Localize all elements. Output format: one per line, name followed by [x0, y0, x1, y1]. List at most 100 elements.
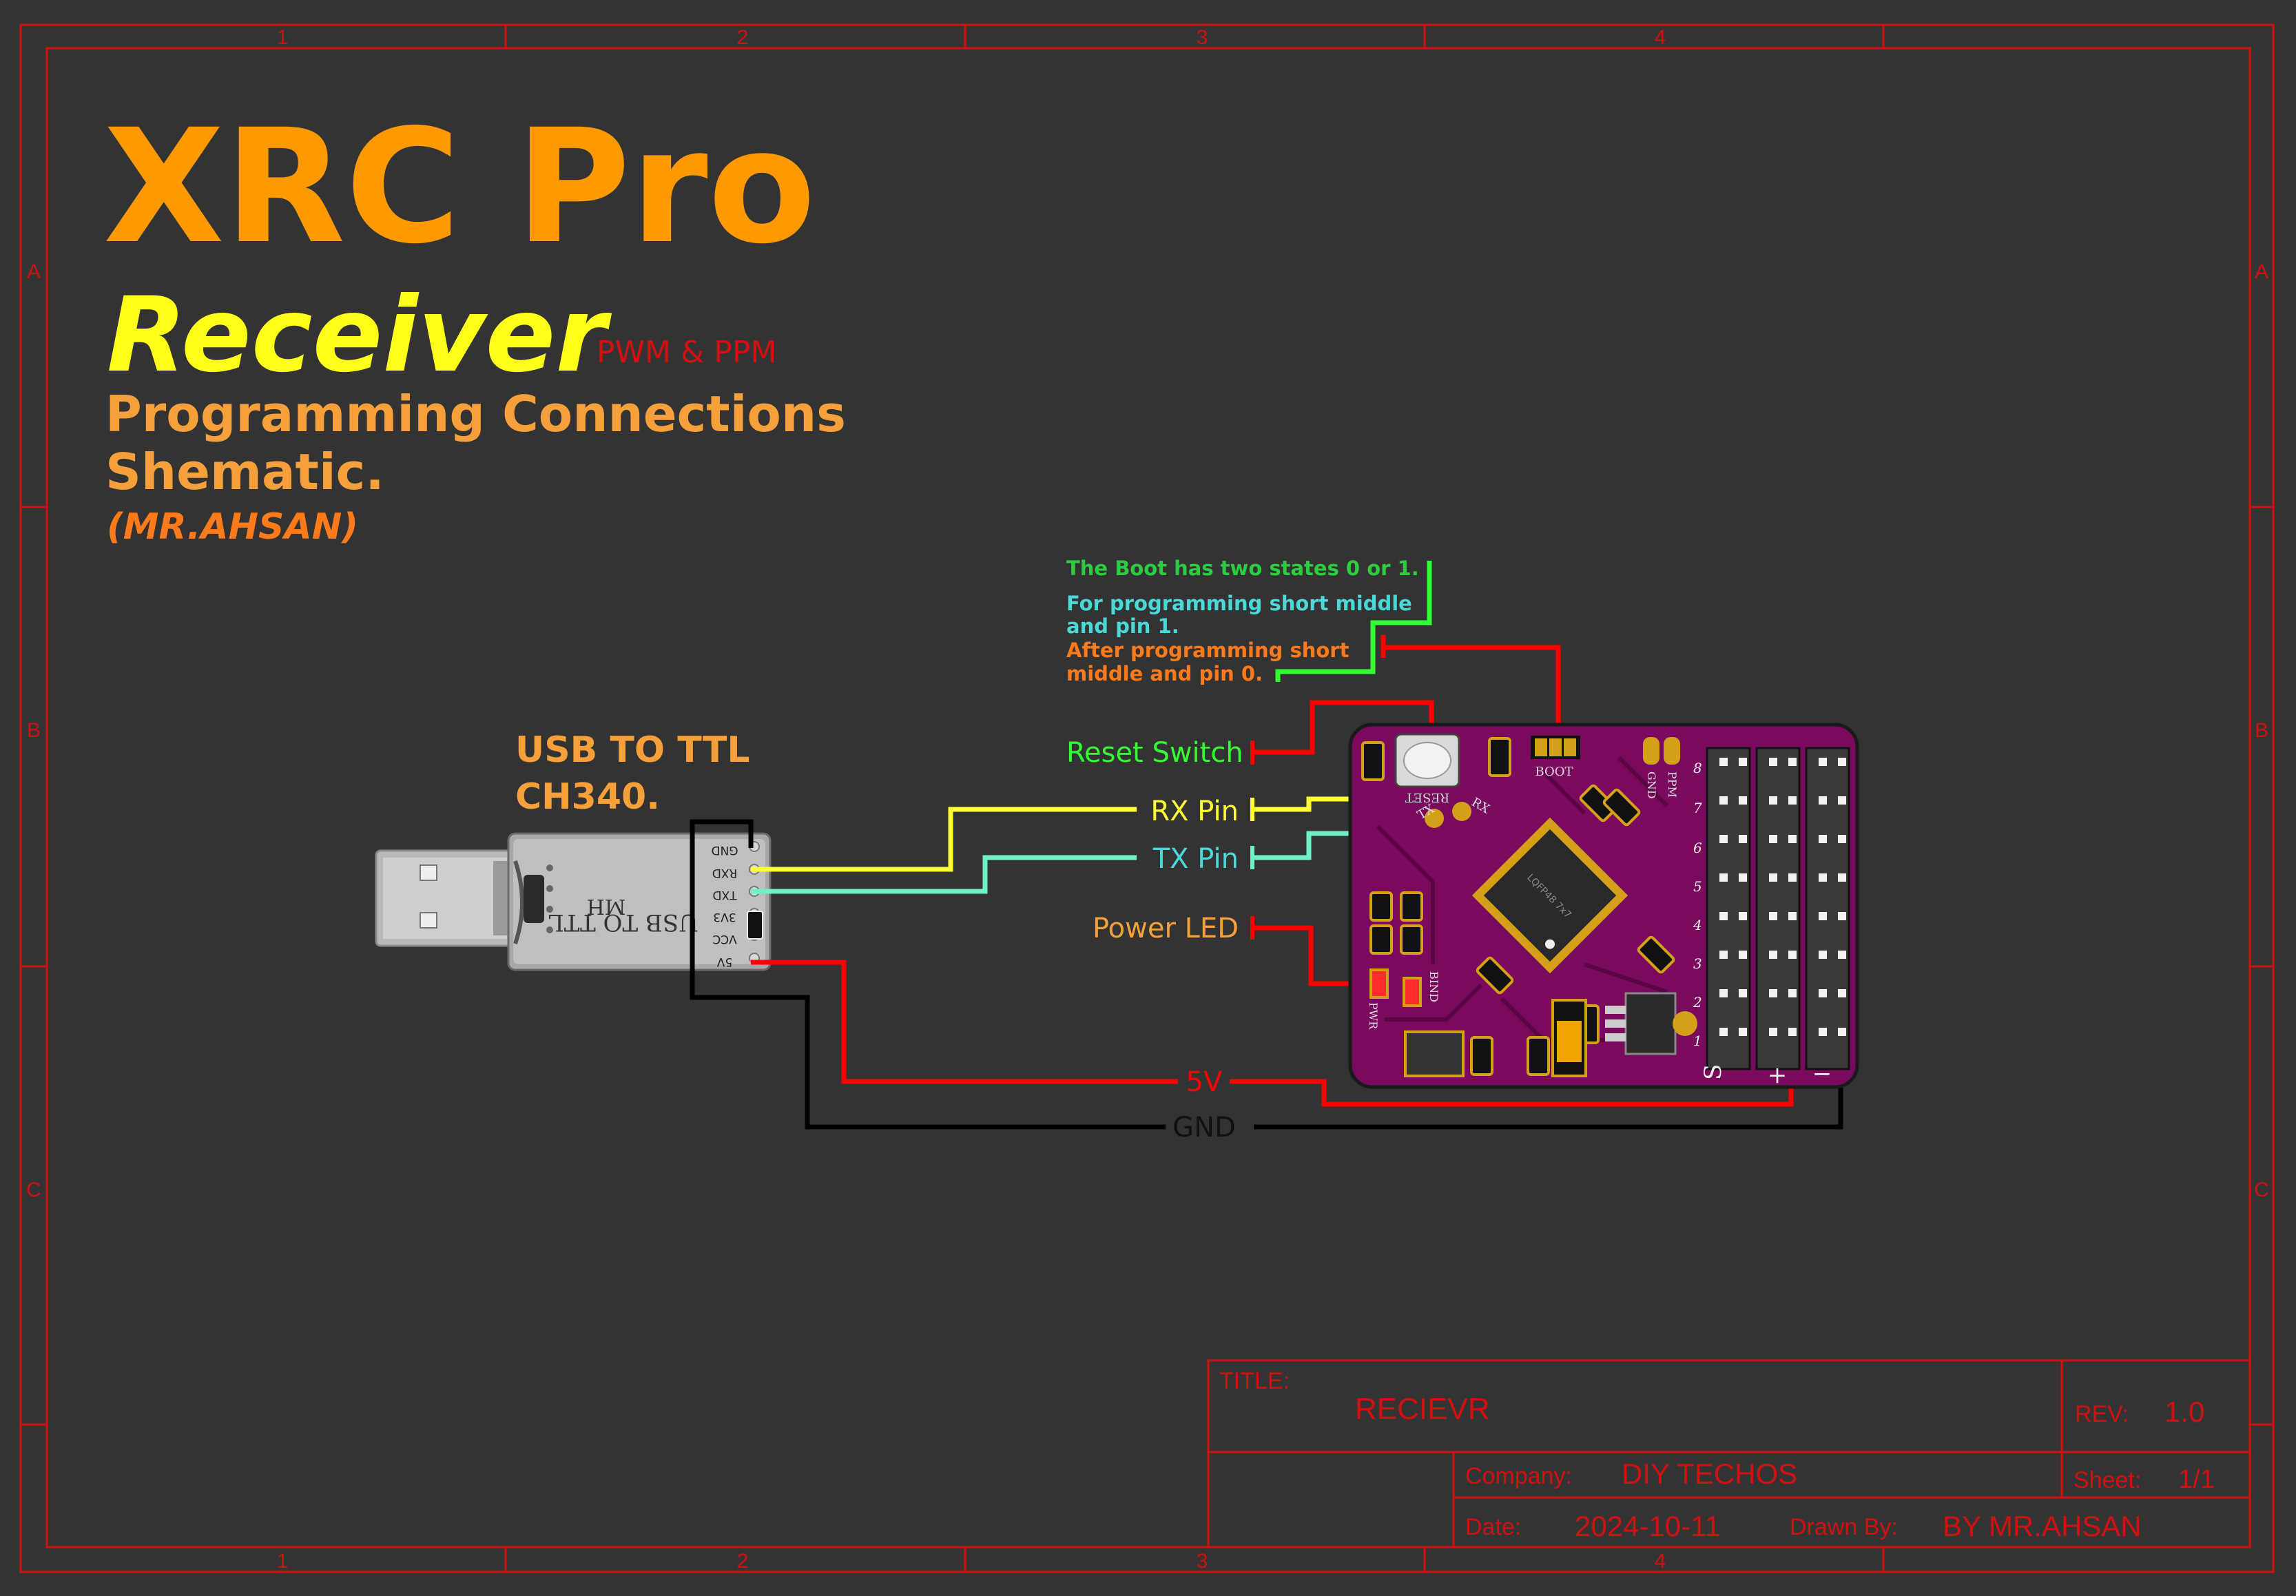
title-value: RECIEVR — [1355, 1392, 1490, 1426]
note-programming-1: For programming short middle — [1066, 592, 1412, 615]
channel-label: 1 — [1693, 1033, 1702, 1049]
outer-border — [19, 23, 2275, 1573]
tx-pad — [1425, 809, 1444, 828]
bind-led — [1403, 977, 1422, 1007]
channel-labels: 8 7 6 5 4 3 2 1 — [1693, 760, 1702, 1049]
header-pin — [1838, 758, 1846, 766]
note-pointer-wire — [1275, 561, 1432, 682]
drawing-frame — [19, 23, 2275, 1573]
heading-block: XRC Pro Receiver PWM & PPM Programming C… — [103, 95, 846, 548]
rev-label: REV: — [2075, 1401, 2129, 1427]
inductor — [1404, 1030, 1465, 1077]
col-label-top: 3 — [1197, 26, 1208, 49]
regulator — [1624, 992, 1677, 1055]
header-pin — [1788, 1028, 1797, 1036]
header-pin — [1719, 835, 1728, 843]
adapter-body-text: USB TO TTL — [548, 909, 699, 936]
row-label-right: A — [2255, 260, 2268, 283]
col-label-top: 2 — [737, 26, 749, 49]
header-pin — [1838, 989, 1846, 997]
adapter-jumper — [747, 911, 763, 940]
usb-ttl-adapter: MH USB TO TTL GND RXD TXD 3V3 VCC 5V — [375, 832, 772, 971]
board-bind-label: BIND — [1427, 971, 1440, 1002]
label-power-led: Power LED — [1093, 913, 1239, 944]
header-pin — [1739, 989, 1747, 997]
channel-label: 5 — [1693, 878, 1702, 895]
pin-label-3v3: 3V3 — [713, 910, 736, 924]
header-pin — [1719, 796, 1728, 805]
col-label-bottom: 4 — [1655, 1550, 1666, 1573]
wire-gnd-left — [690, 819, 1166, 1130]
servo-header — [1706, 747, 1850, 1070]
header-pin — [1838, 951, 1846, 959]
header-pin — [1769, 758, 1777, 766]
pin-label-rxd: RXD — [712, 866, 738, 880]
pin-label-txd: TXD — [712, 888, 737, 902]
header-pin — [1838, 873, 1846, 882]
header-pin — [1788, 835, 1797, 843]
wire-reset — [1252, 700, 1434, 755]
note-boot-states: The Boot has two states 0 or 1. — [1066, 557, 1419, 580]
header-pin — [1739, 1028, 1747, 1036]
row-label-left: A — [27, 260, 41, 283]
header-pin — [1819, 796, 1827, 805]
row-label-right: C — [2254, 1179, 2269, 1201]
rail-minus-label: − — [1812, 1060, 1832, 1088]
board-gnd-label: GND — [1645, 771, 1658, 799]
label-reset-switch: Reset Switch — [1066, 737, 1243, 769]
row-label-left: C — [26, 1179, 41, 1201]
mode-tag: PWM & PPM — [597, 335, 776, 370]
label-rx-pin: RX Pin — [1150, 796, 1239, 827]
board-reset-label: RESET — [1405, 790, 1449, 805]
heading-line-2: Shematic. — [105, 443, 384, 501]
note-after-1: After programming short — [1066, 639, 1349, 662]
connection-labels: Reset Switch RX Pin TX Pin Power LED 5V … — [1066, 737, 1243, 1143]
header-pin — [1769, 912, 1777, 920]
header-pin — [1769, 835, 1777, 843]
header-pin — [1719, 758, 1728, 766]
note-programming-2: and pin 1. — [1066, 614, 1179, 638]
col-label-top: 1 — [277, 26, 289, 49]
sheet-label: Sheet: — [2073, 1467, 2141, 1493]
date-label: Date: — [1465, 1514, 1521, 1540]
wire-gnd-right — [1254, 1081, 1843, 1130]
col-label-bottom: 3 — [1197, 1550, 1208, 1573]
rail-plus-label: + — [1768, 1061, 1788, 1089]
board-boot-label: BOOT — [1535, 765, 1573, 779]
header-pin — [1788, 989, 1797, 997]
header-pin — [1788, 912, 1797, 920]
header-pin — [1719, 989, 1728, 997]
wire-5v-right — [1230, 1075, 1794, 1107]
channel-label: 6 — [1693, 840, 1702, 856]
pin-label-vcc: VCC — [712, 932, 736, 946]
header-pin — [1819, 873, 1827, 882]
header-pin — [1739, 758, 1747, 766]
header-pin — [1788, 758, 1797, 766]
col-label-bottom: 2 — [737, 1550, 749, 1573]
channel-label: 7 — [1693, 800, 1702, 816]
drawn-value: BY MR.AHSAN — [1943, 1510, 2142, 1542]
header-pin — [1838, 1028, 1846, 1036]
wiring — [690, 700, 1843, 1130]
label-5v: 5V — [1186, 1066, 1223, 1098]
title-block-text: TITLE: RECIEVR REV: 1.0 Company: DIY TEC… — [1219, 1368, 2215, 1542]
header-pin — [1719, 873, 1728, 882]
channel-label: 4 — [1693, 917, 1702, 933]
header-pin — [1838, 912, 1846, 920]
title-block — [1207, 1359, 2251, 1548]
header-pin — [1819, 912, 1827, 920]
header-pin — [1769, 873, 1777, 882]
header-pin — [1819, 835, 1827, 843]
header-pin — [1819, 989, 1827, 997]
header-pin — [1819, 758, 1827, 766]
adapter-title-2: CH340. — [515, 776, 660, 818]
adapter-mark: MH — [587, 894, 626, 918]
label-tx-pin: TX Pin — [1152, 843, 1239, 875]
adapter-title-1: USB TO TTL — [515, 729, 749, 771]
header-pin — [1838, 796, 1846, 805]
header-pin — [1788, 951, 1797, 959]
header-pin — [1739, 912, 1747, 920]
label-gnd: GND — [1172, 1112, 1236, 1143]
